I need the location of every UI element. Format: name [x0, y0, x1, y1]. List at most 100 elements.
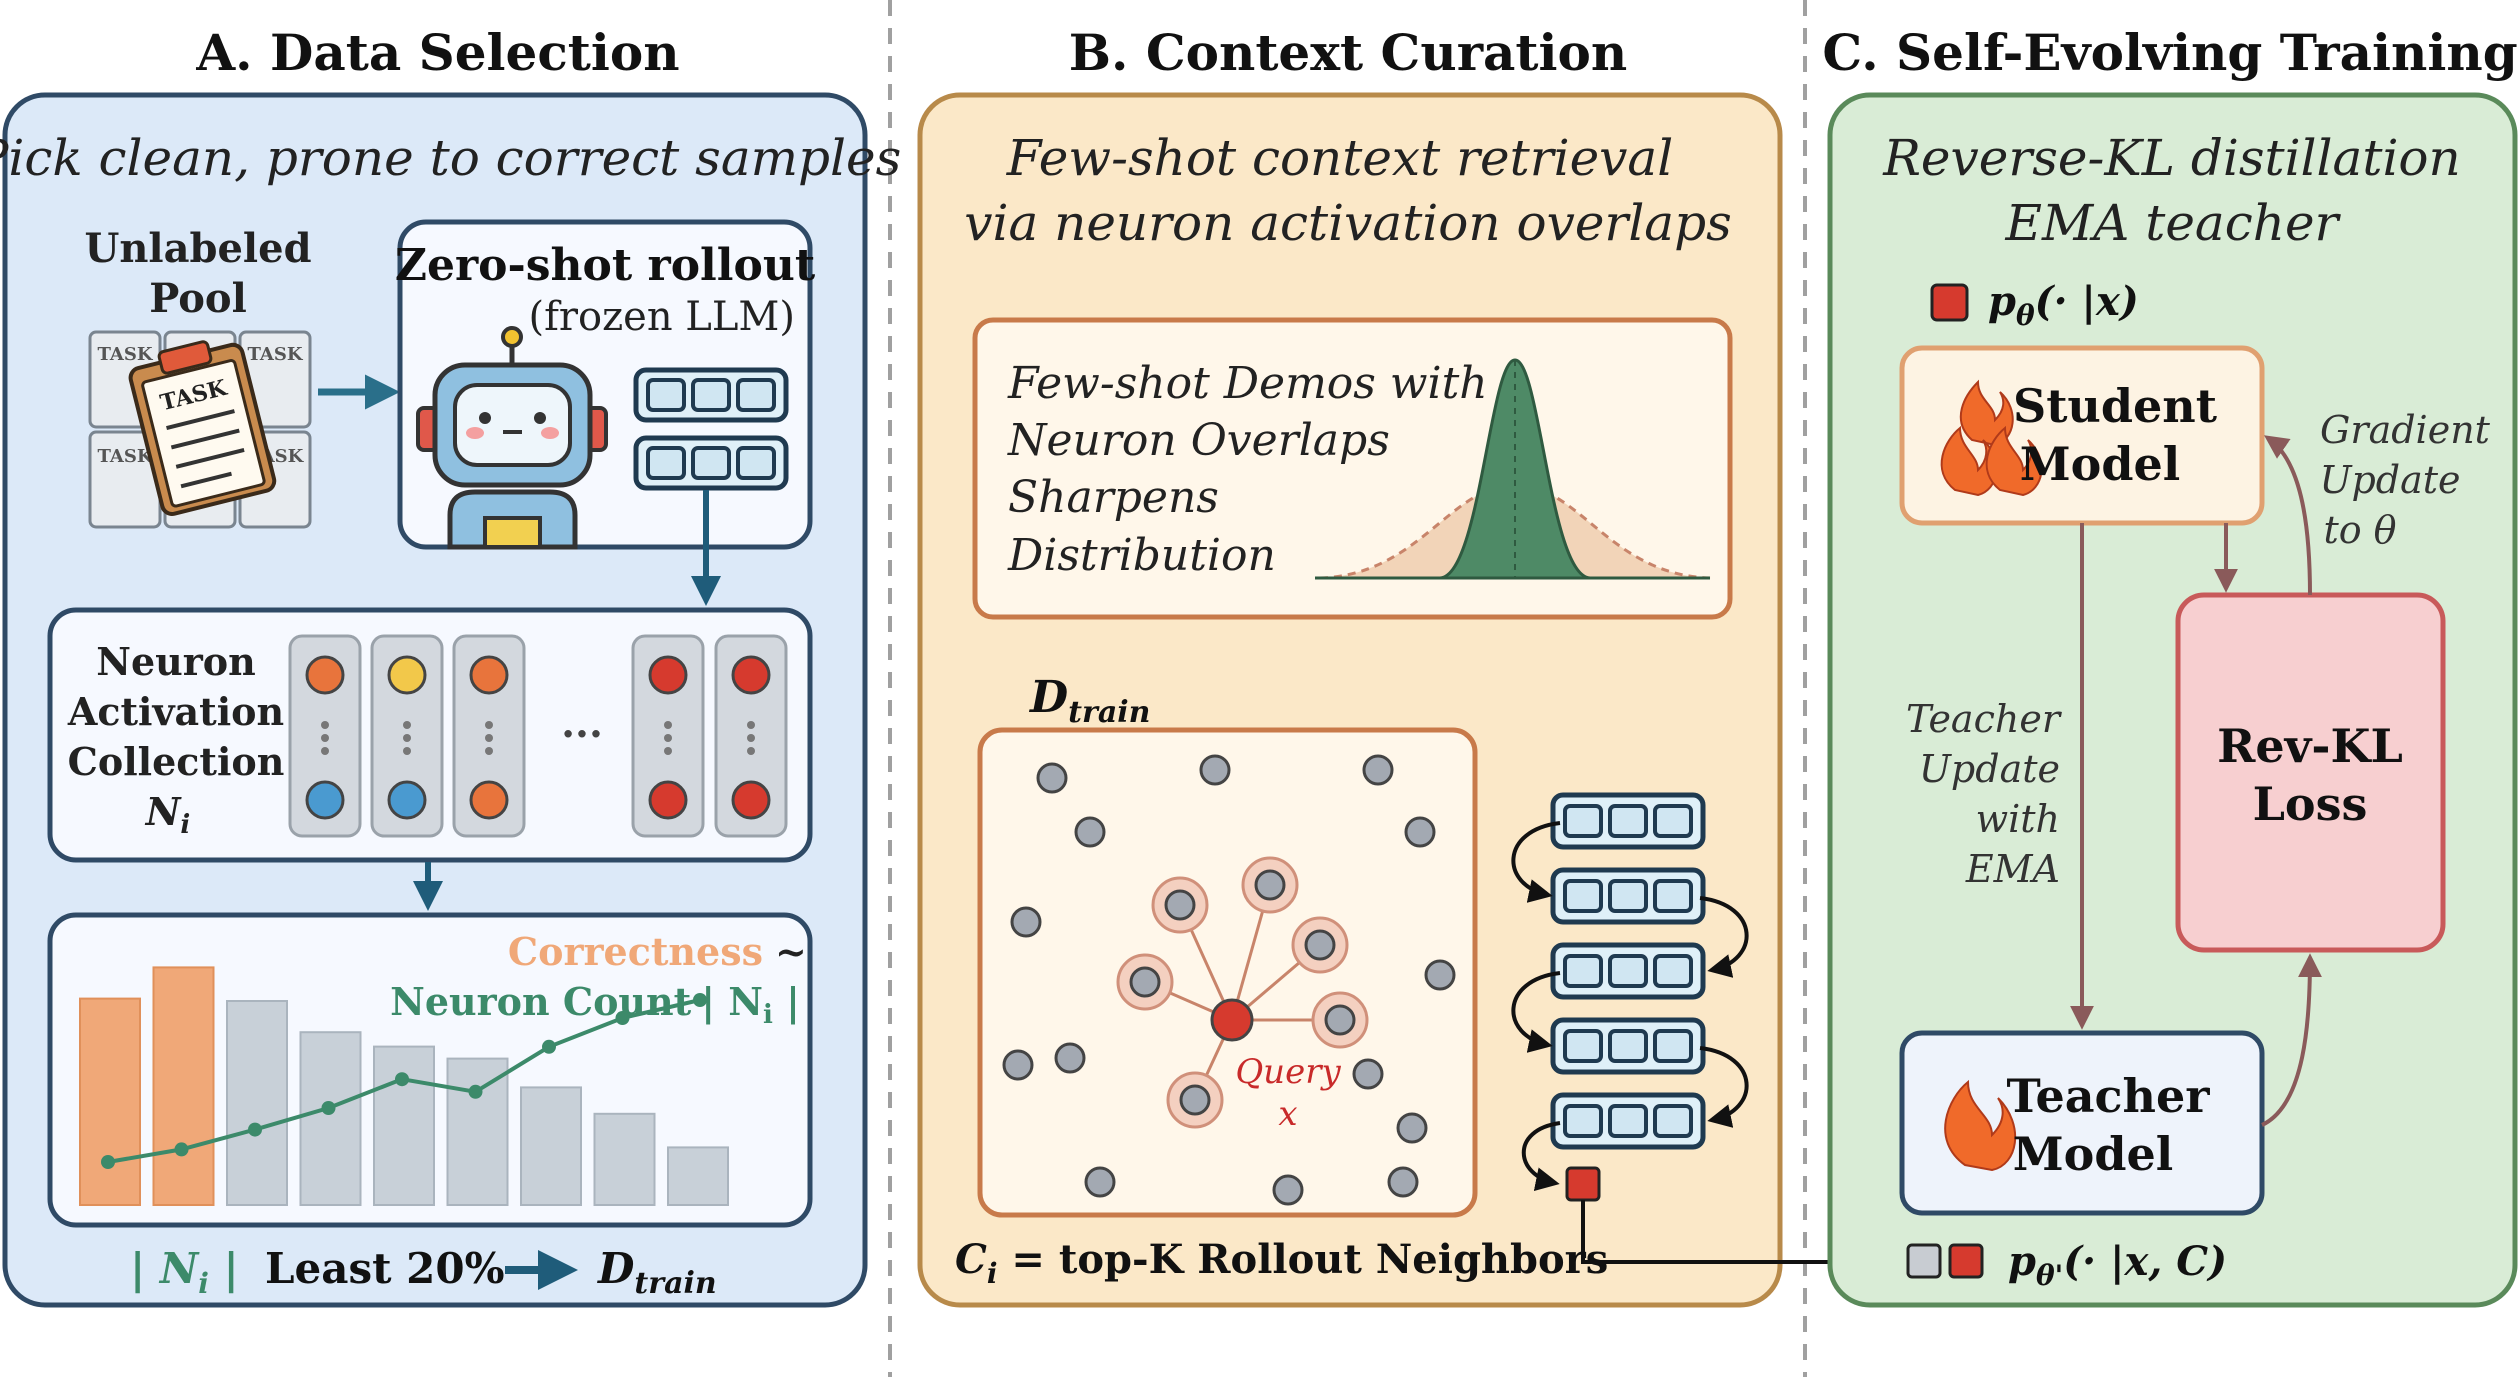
bottom-dtrain: Dtrain: [597, 1244, 717, 1301]
query-red-token: [1565, 1166, 1601, 1202]
token-cell: [1563, 804, 1603, 838]
teacher-update-label-4: EMA: [1965, 847, 2060, 891]
neuron-count-label: Neuron Count| Ni |: [390, 979, 800, 1030]
panel-a: A. Data Selection Pick clean, prone to c…: [0, 23, 901, 1308]
teacher-update-label-2: Update: [1919, 747, 2060, 791]
chart-bar: [520, 1086, 582, 1207]
revkl-label-1: Rev-KL: [2217, 719, 2403, 773]
neuron-label-ni: Ni: [145, 789, 191, 840]
demo-line-3: Sharpens: [1008, 472, 1219, 523]
neuron-label-line3: Collection: [68, 739, 285, 784]
arrow-teacher-to-revkl: [2261, 953, 2322, 1127]
chart-bar: [593, 1112, 656, 1207]
chart-bar: [299, 1031, 362, 1206]
neuron-label-line1: Neuron: [96, 639, 256, 684]
panel-c: C. Self-Evolving Training Reverse-KL dis…: [1822, 23, 2518, 1308]
token-cell: [1653, 804, 1693, 838]
demo-line-1: Few-shot Demos with: [1007, 358, 1488, 409]
token-row: [633, 435, 789, 491]
student-label-1: Student: [2013, 379, 2218, 433]
token-cell: [1563, 1104, 1603, 1138]
chart-bar: [373, 1045, 435, 1206]
chart-bar: [152, 966, 215, 1207]
query-label: Query: [1235, 1052, 1341, 1092]
least-label: Least 20%: [265, 1244, 505, 1293]
ci-label: Ci = top-K Rollout Neighbors: [955, 1236, 1608, 1290]
correctness-label: Correctness: [508, 929, 763, 974]
teacher-label-1: Teacher: [2007, 1069, 2211, 1123]
gradient-label-3: to θ: [2323, 508, 2396, 552]
chart-point: [468, 1084, 483, 1099]
chart-points: [101, 993, 707, 1169]
pool-label-line2: Pool: [149, 275, 247, 322]
token-row: [1550, 1092, 1706, 1150]
context-token: [1906, 1243, 1942, 1279]
rollout-title: Zero-shot rollout: [395, 240, 816, 291]
token-cell: [1608, 879, 1648, 913]
rollout-neighbor-stack: [1550, 792, 1706, 1150]
chart-bar: [667, 1146, 729, 1207]
dtrain-scatter-box: [977, 727, 1478, 1218]
task-card-label: TASK: [247, 344, 303, 365]
token-row: [1550, 792, 1706, 850]
tilde-symbol: ~: [775, 929, 807, 974]
student-output-token: [1930, 283, 1969, 322]
neuron-ellipsis: ···: [561, 711, 603, 758]
chart-bar: [226, 1000, 288, 1206]
bottom-ni-label: | Ni |: [130, 1244, 239, 1300]
chart-point: [321, 1101, 336, 1115]
rollout-subtitle: (frozen LLM): [528, 294, 795, 340]
arrow-stack-4: [1699, 1046, 1749, 1128]
token-cell: [1608, 804, 1648, 838]
p-theta-label: pθ(· |x): [1988, 278, 2139, 332]
token-cell: [1563, 954, 1603, 988]
token-row: [633, 367, 789, 423]
neuron-columns: [288, 634, 788, 838]
chart-bar: [79, 997, 141, 1206]
query-token: [1948, 1243, 1984, 1279]
chart-bar: [446, 1057, 509, 1206]
task-card-label: TASK: [97, 344, 153, 365]
token-cell: [1653, 1104, 1693, 1138]
chart-point: [248, 1122, 262, 1137]
arrow-context-to-teacher-input: [1581, 1200, 1905, 1274]
dtrain-label: Dtrain: [1028, 672, 1150, 730]
gradient-label-2: Update: [2319, 458, 2460, 502]
bell-curve-icon: [1315, 358, 1711, 580]
token-row: [1550, 1017, 1706, 1075]
chart-point: [395, 1072, 409, 1087]
panel-c-subtitle-1: Reverse-KL distillation: [1882, 129, 2461, 187]
chart-point: [615, 1011, 630, 1025]
pool-label-line1: Unlabeled: [84, 225, 311, 272]
token-cell: [1608, 1104, 1648, 1138]
task-card-label: TASK: [97, 446, 153, 467]
token-cell: [1653, 1029, 1693, 1063]
demo-line-4: Distribution: [1007, 530, 1276, 581]
token-row: [1550, 942, 1706, 1000]
panel-a-subtitle: Pick clean, prone to correct samples: [0, 129, 901, 187]
panel-b-title: B. Context Curation: [1069, 23, 1627, 82]
panel-c-subtitle-2: EMA teacher: [2005, 194, 2342, 252]
token-cell: [1608, 954, 1648, 988]
neuron-label-line2: Activation: [67, 689, 284, 734]
chart-point: [174, 1142, 189, 1157]
robot-icon: [416, 326, 608, 550]
chart-bars: [79, 966, 729, 1207]
node-graph-icon: [1002, 754, 1456, 1206]
demo-line-2: Neuron Overlaps: [1007, 415, 1390, 466]
arrow-stack-3: [1511, 971, 1561, 1053]
chart-point: [693, 993, 707, 1007]
chart-point: [542, 1039, 556, 1054]
revkl-label-2: Loss: [2253, 777, 2368, 831]
teacher-update-label-3: with: [1976, 797, 2060, 841]
token-cell: [1653, 954, 1693, 988]
flame-icon: [1940, 379, 2043, 497]
clipboard-icon: TASK TASK TASK ASK TASK: [88, 330, 312, 529]
token-cell: [1563, 1029, 1603, 1063]
teacher-update-label-1: Teacher: [1906, 697, 2063, 741]
teacher-label-2: Model: [2013, 1127, 2174, 1181]
p-theta-prime-label: pθ'(· |x, C): [2008, 1238, 2227, 1292]
token-cell: [1653, 879, 1693, 913]
